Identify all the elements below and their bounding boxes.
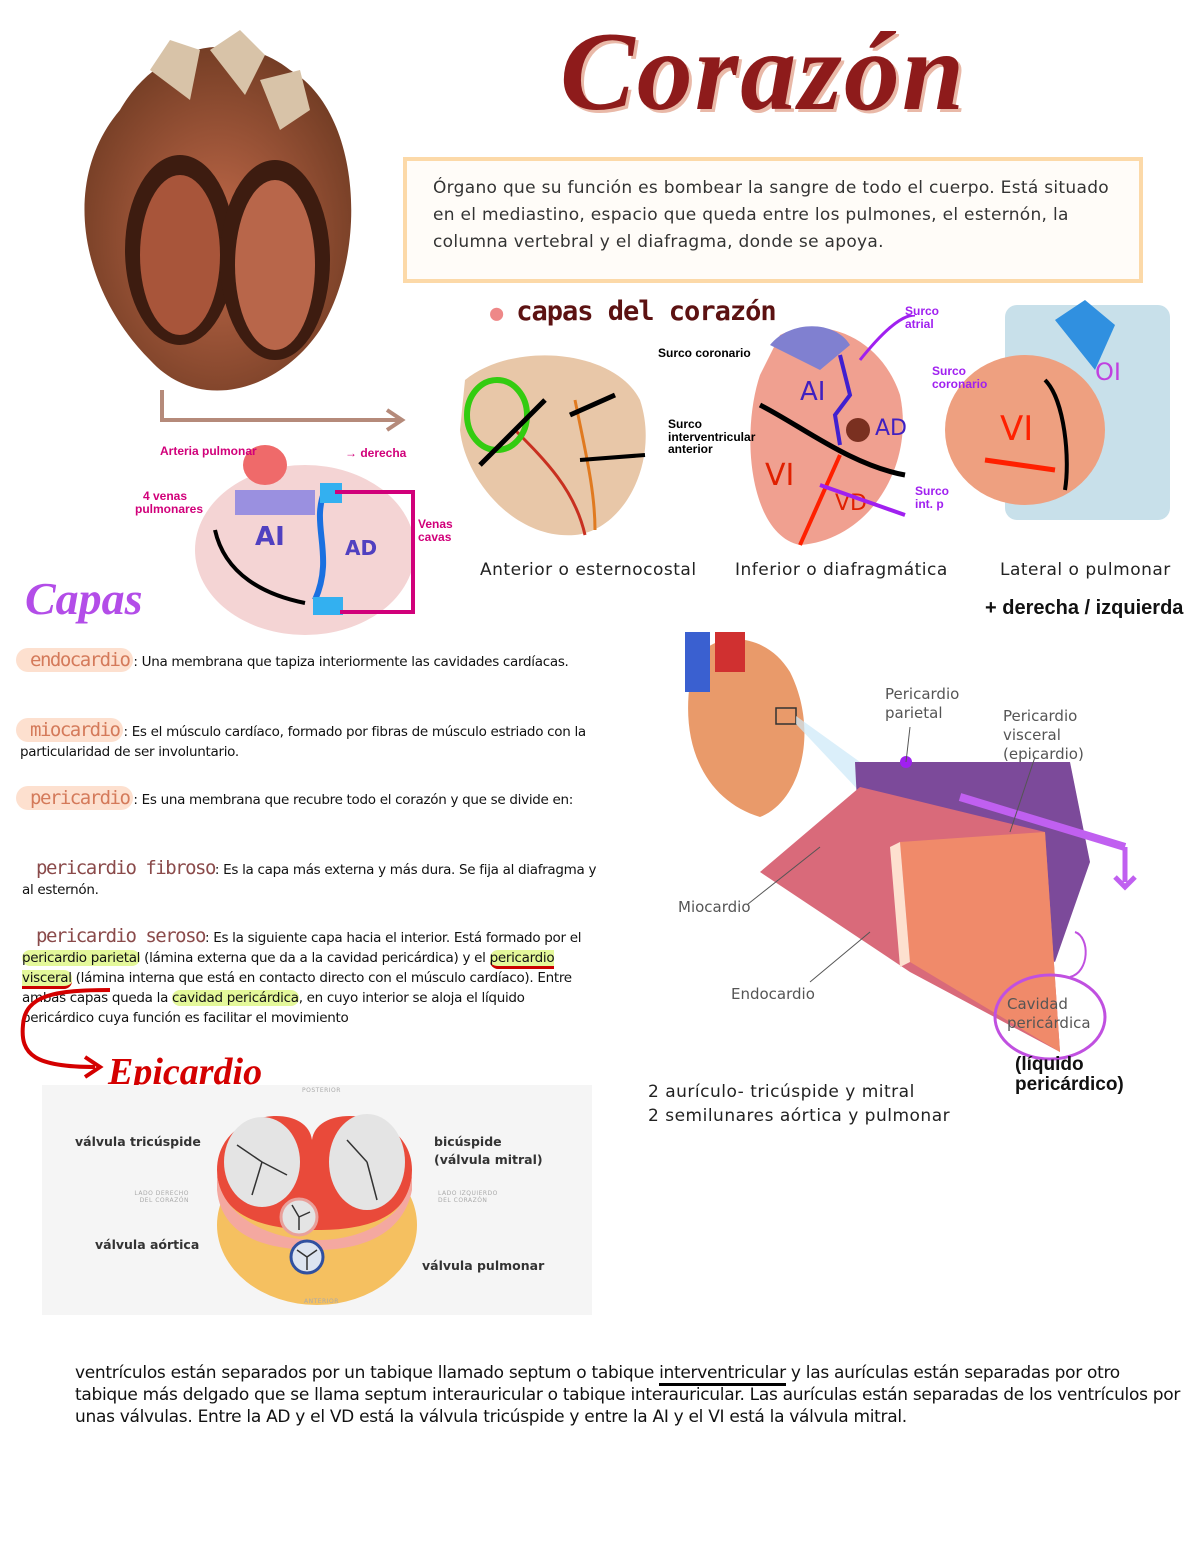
term-miocardio: miocardio	[16, 718, 124, 742]
caption-inferior: Inferior o diafragmática	[735, 560, 948, 580]
layer-text: (lámina externa que da a la cavidad peri…	[140, 950, 490, 966]
label-lado-derecho: LADO DERECHO DEL CORAZÓN	[134, 1190, 189, 1204]
label-ai-small: AI	[255, 522, 285, 552]
leader-miocardio	[747, 846, 821, 905]
caption-lateral: Lateral o pulmonar	[1000, 560, 1171, 580]
label-valvula-mitral: (válvula mitral)	[434, 1152, 543, 1167]
label-miocardio: Miocardio	[678, 898, 751, 916]
underlined-term: interventricular	[659, 1363, 786, 1386]
label-venas-cavas: Venas cavas	[418, 517, 453, 544]
paragraph-text: y las aurículas están separadas por otro…	[75, 1363, 1181, 1427]
posterior-heart-image: AI AD	[195, 445, 415, 635]
layer-pericardio-fibroso: pericardio fibroso: Es la capa más exter…	[22, 858, 597, 900]
anterior-heart-image	[460, 355, 646, 536]
label-surco-atrial: Surco atrial	[905, 304, 940, 331]
valves-note-line: 2 semilunares aórtica y pulmonar	[648, 1106, 951, 1126]
label-surco-coronario: Surco coronario	[658, 346, 751, 360]
label-ad: AD	[875, 416, 907, 441]
caption-anterior: Anterior o esternocostal	[480, 560, 697, 580]
label-pericardio-parietal: Pericardio parietal	[885, 685, 960, 722]
layer-pericardio: pericardio: Es una membrana que recubre …	[16, 786, 595, 810]
label-ai: AI	[800, 377, 825, 407]
capas-heading: Capas	[25, 573, 143, 624]
highlight-parietal: pericardio parietal	[22, 950, 141, 966]
page-title: Corazón	[560, 10, 967, 134]
term-endocardio: endocardio	[16, 648, 134, 672]
term-pericardio: pericardio	[16, 786, 134, 810]
label-ad-small: AD	[345, 536, 377, 560]
label-valvula-aortica: válvula aórtica	[95, 1237, 200, 1252]
label-lado-izquierdo: LADO IZQUIERDO DEL CORAZÓN	[438, 1190, 498, 1204]
lateral-heart-image: VI OI	[945, 300, 1170, 520]
label-bicuspide: bicúspide	[434, 1134, 502, 1149]
label-surco-interventricular: Surco interventricular anterior	[668, 417, 756, 457]
bullet-icon: ●	[490, 301, 503, 326]
label-venas-pulmonares: 4 venas pulmonares	[135, 489, 204, 516]
definition-box: Órgano que su función es bombear la sang…	[403, 157, 1143, 283]
valves-diagram: POSTERIOR ANTERIOR LADO DERECHO DEL CORA…	[42, 1085, 592, 1315]
layer-text: : Es la siguiente capa hacia el interior…	[204, 930, 582, 946]
label-vi: VI	[765, 458, 794, 493]
label-cavidad-pericardica: Cavidad pericárdica	[1007, 995, 1091, 1032]
definition-text: Órgano que su función es bombear la sang…	[433, 178, 1109, 252]
term-pericardio-seroso: pericardio seroso	[36, 925, 206, 947]
layer-text: : Es la capa más externa y más dura. Se …	[22, 862, 597, 898]
layer-text: : Es una membrana que recubre todo el co…	[133, 792, 574, 808]
label-valvula-pulmonar: válvula pulmonar	[422, 1258, 545, 1273]
lateral-note: + derecha / izquierda	[985, 597, 1184, 619]
label-valvula-tricuspide: válvula tricúspide	[75, 1134, 201, 1149]
layer-text: : Una membrana que tapiza interiormente …	[133, 654, 569, 670]
layer-endocardio: endocardio: Una membrana que tapiza inte…	[16, 648, 595, 672]
arrow-icon	[160, 390, 406, 432]
note-liquido-pericardico: (líquido pericárdico)	[1015, 1054, 1124, 1095]
heart-cross-section-image	[84, 30, 352, 391]
layer-text: , en cuyo interior se aloja el líquido p…	[22, 990, 525, 1026]
paragraph-text: ventrículos están separados por un tabiq…	[75, 1363, 660, 1383]
faces-heading: ● capas del corazón	[490, 296, 777, 327]
label-arteria-pulmonar: Arteria pulmonar	[160, 444, 257, 458]
layer-text: : Es el músculo cardíaco, formado por fi…	[20, 724, 586, 760]
faces-heading-text: capas del corazón	[516, 296, 776, 327]
label-posterior: POSTERIOR	[302, 1087, 341, 1094]
label-surco-coronario-inf: Surco coronario	[932, 364, 988, 391]
label-anterior: ANTERIOR	[304, 1298, 339, 1305]
label-surco-int-p: Surco int. p	[915, 484, 950, 511]
term-pericardio-fibroso: pericardio fibroso	[36, 857, 216, 879]
leader-endocardio	[809, 931, 871, 983]
label-oi: OI	[1095, 358, 1121, 386]
layer-miocardio: miocardio: Es el músculo cardíaco, forma…	[16, 718, 595, 762]
red-arrow-icon	[20, 988, 111, 1079]
pericardium-layers-image	[685, 632, 1137, 1061]
label-endocardio: Endocardio	[731, 985, 815, 1003]
valves-note: 2 aurículo- tricúspide y mitral 2 semilu…	[648, 1080, 950, 1128]
layer-pericardio-seroso: pericardio seroso: Es la siguiente capa …	[22, 926, 592, 1028]
inferior-heart-image: AI AD VI VD	[750, 315, 915, 546]
label-vi-lateral: VI	[1000, 409, 1033, 449]
septum-paragraph: ventrículos están separados por un tabiq…	[75, 1362, 1185, 1428]
valves-illustration	[217, 1114, 417, 1305]
highlight-cavidad: cavidad pericárdica	[172, 990, 299, 1006]
label-derecha: → derecha	[345, 446, 407, 460]
label-pericardio-visceral: Pericardio visceral (epicardio)	[1003, 707, 1084, 763]
valves-note-line: 2 aurículo- tricúspide y mitral	[648, 1082, 915, 1102]
